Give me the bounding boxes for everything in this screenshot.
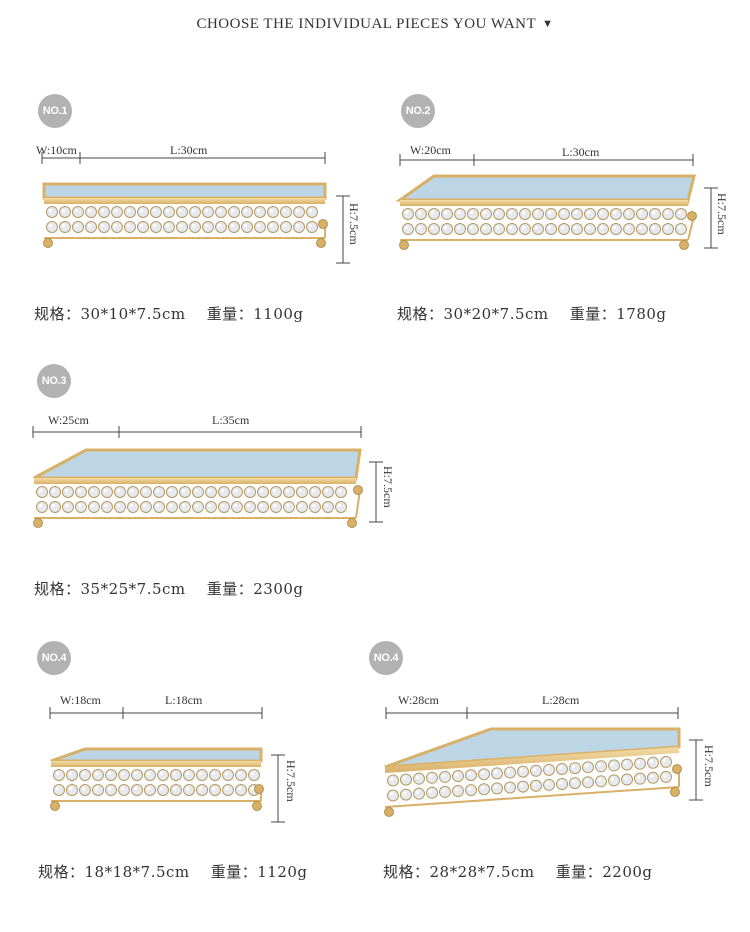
product-number-badge: NO.2 — [401, 94, 435, 128]
height-label: H:7.5cm — [702, 745, 716, 787]
spec-text: 规格：28*28*7.5cm 重量：2200g — [383, 863, 653, 881]
height-label: H:7.5cm — [284, 760, 298, 802]
product-image — [42, 182, 328, 248]
length-label: L:28cm — [542, 693, 580, 707]
height-label: H:7.5cm — [381, 466, 395, 508]
triangle-down-icon: ▼ — [542, 18, 554, 30]
product-image — [395, 174, 697, 250]
length-label: L:18cm — [165, 693, 203, 707]
height-label: H:7.5cm — [347, 203, 361, 245]
product-image — [384, 727, 682, 817]
spec-text: 规格：30*20*7.5cm 重量：1780g — [397, 305, 667, 323]
width-label: W:18cm — [60, 693, 101, 707]
width-label: W:20cm — [410, 143, 451, 157]
spec-text: 规格：35*25*7.5cm 重量：2300g — [34, 580, 304, 598]
width-label: W:25cm — [48, 413, 89, 427]
width-label: W:10cm — [36, 143, 77, 157]
product-image — [33, 448, 363, 528]
product-number-badge: NO.1 — [38, 94, 72, 128]
height-label: H:7.5cm — [715, 193, 729, 235]
spec-text: 规格：18*18*7.5cm 重量：1120g — [38, 863, 308, 881]
product-number-badge: NO.3 — [37, 364, 71, 398]
spec-text: 规格：30*10*7.5cm 重量：1100g — [34, 305, 304, 323]
length-label: L:30cm — [170, 143, 208, 157]
product-image — [50, 747, 264, 811]
header-title: CHOOSE THE INDIVIDUAL PIECES YOU WANT — [196, 16, 537, 32]
page-header: CHOOSE THE INDIVIDUAL PIECES YOU WANT ▼ — [0, 16, 750, 33]
product-number-badge: NO.4 — [369, 641, 403, 675]
product-number-badge: NO.4 — [37, 641, 71, 675]
width-label: W:28cm — [398, 693, 439, 707]
length-label: L:35cm — [212, 413, 250, 427]
length-label: L:30cm — [562, 145, 600, 159]
